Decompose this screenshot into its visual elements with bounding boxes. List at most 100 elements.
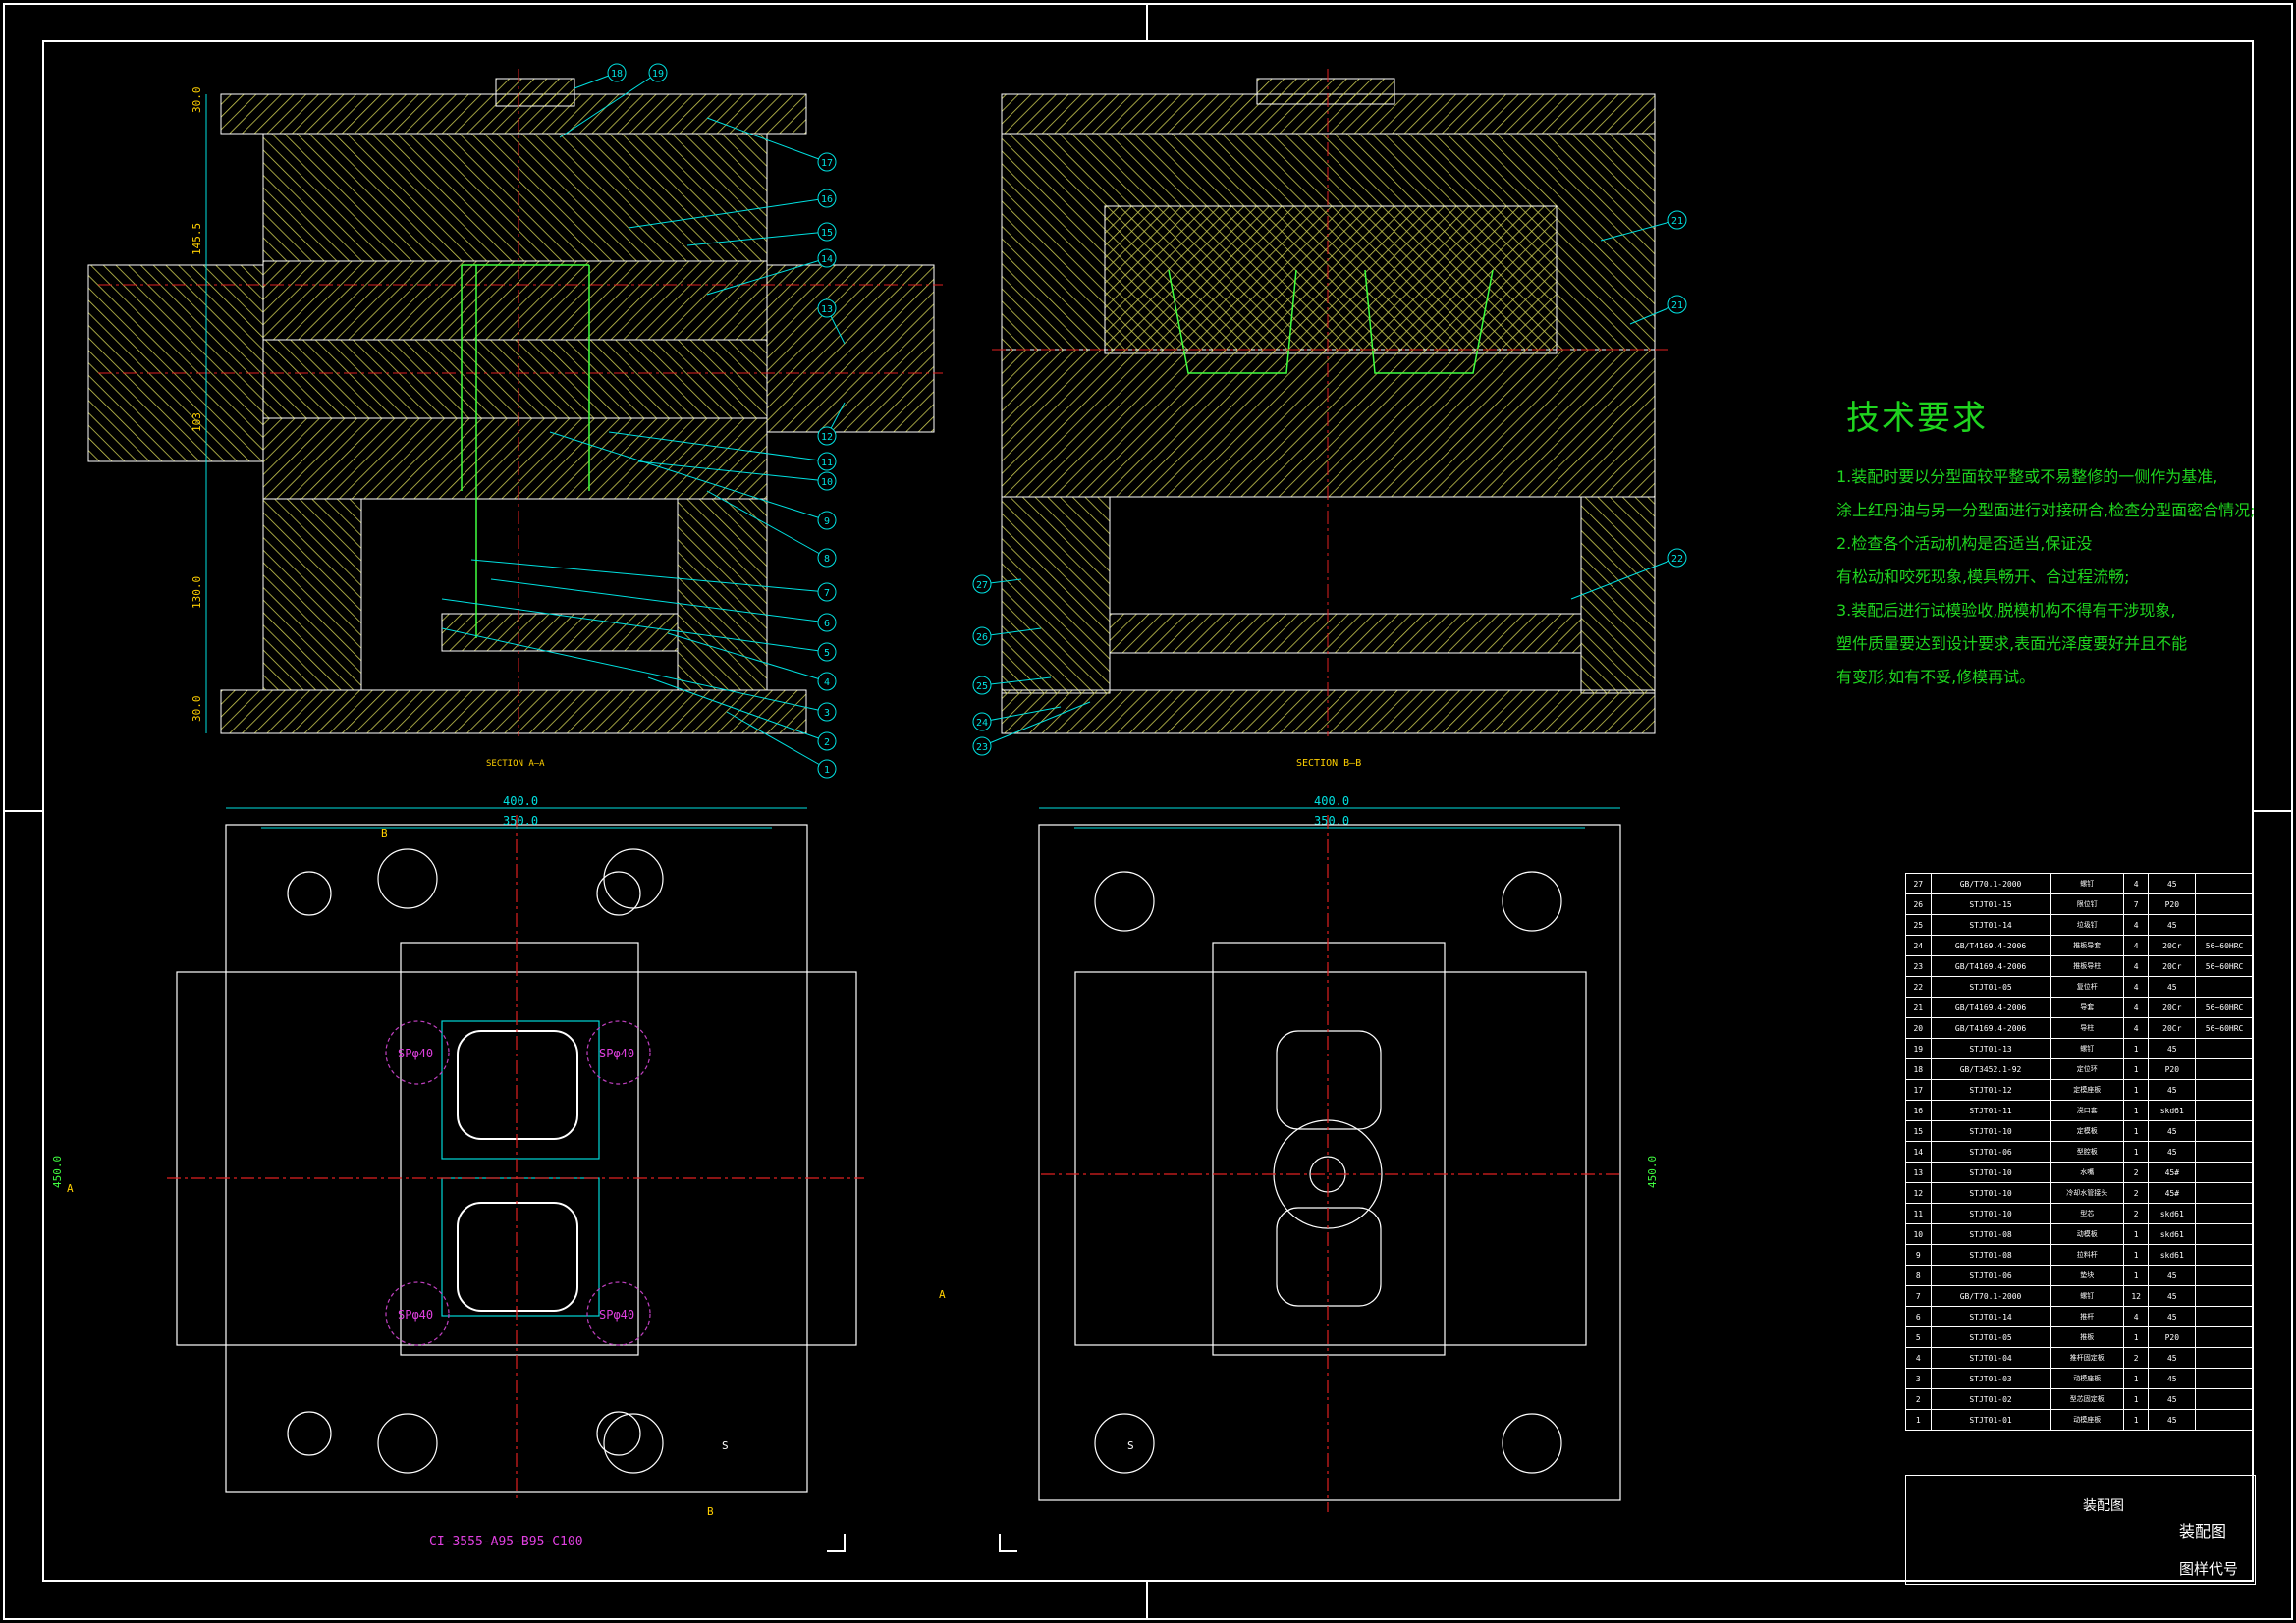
balloon-circle xyxy=(817,452,837,471)
balloon-label: 21 xyxy=(1671,216,1683,227)
bom-qty: 1 xyxy=(2122,1120,2150,1142)
bom-no: 8 xyxy=(1905,1265,1932,1286)
drawing-frame xyxy=(3,3,2293,1620)
bom-mat: 45 xyxy=(2148,1120,2197,1142)
balloon-label: 27 xyxy=(976,580,988,591)
bom-code: STJT01-14 xyxy=(1930,914,2051,936)
section-a-view xyxy=(87,69,943,736)
bom-code: STJT01-10 xyxy=(1930,1162,2051,1183)
bom-no: 11 xyxy=(1905,1203,1932,1224)
dim-width-inner-left: 350.0 xyxy=(503,814,538,828)
balloon-circle xyxy=(817,511,837,530)
bom-qty: 4 xyxy=(2122,1017,2150,1039)
bom-qty: 1 xyxy=(2122,1100,2150,1121)
bom-no: 25 xyxy=(1905,914,1932,936)
leader-line xyxy=(441,627,828,713)
balloon-label: 16 xyxy=(821,194,833,205)
balloon-label: 12 xyxy=(821,432,833,443)
bom-name: 螺钉 xyxy=(2050,1038,2124,1059)
bom-rem xyxy=(2195,1203,2254,1224)
bom-code: STJT01-02 xyxy=(1930,1388,2051,1410)
balloon-label: 7 xyxy=(824,588,830,599)
balloon-label: 17 xyxy=(821,158,833,169)
dim-130: 130.0 xyxy=(191,576,203,609)
bom-qty: 4 xyxy=(2122,955,2150,977)
tech-req-line: 有松动和咬死现象,模具畅开、合过程流畅; xyxy=(1836,568,2130,586)
bom-name: 推板 xyxy=(2050,1326,2124,1348)
balloon-circle xyxy=(972,736,992,756)
bom-no: 21 xyxy=(1905,997,1932,1018)
sp-label-3: SPφ40 xyxy=(398,1308,433,1322)
bom-rem xyxy=(2195,893,2254,915)
bom-code: STJT01-10 xyxy=(1930,1120,2051,1142)
bom-qty: 4 xyxy=(2122,873,2150,894)
sect-a-mark-right: A xyxy=(939,1288,946,1301)
bom-code: STJT01-04 xyxy=(1930,1347,2051,1369)
balloon-label: 3 xyxy=(824,708,830,719)
section-b-caption: SECTION B—B xyxy=(1296,758,1361,769)
part-code: CI-3555-A95-B95-C100 xyxy=(429,1535,583,1549)
sp-label-2: SPφ40 xyxy=(599,1047,634,1060)
dim-width-outer-right: 400.0 xyxy=(1314,794,1349,808)
bom-no: 3 xyxy=(1905,1368,1932,1389)
balloon-circle xyxy=(972,626,992,646)
bom-qty: 1 xyxy=(2122,1409,2150,1431)
title-block-drawing-code: 图样代号 xyxy=(2179,1560,2239,1578)
balloon-label: 23 xyxy=(976,742,988,753)
balloon-circle xyxy=(1667,548,1687,568)
bom-code: STJT01-06 xyxy=(1930,1141,2051,1163)
bom-mat: skd61 xyxy=(2148,1223,2197,1245)
balloon-circle xyxy=(817,642,837,662)
leader-line xyxy=(559,72,659,138)
section-b-view xyxy=(992,69,1669,736)
bom-mat: 45 xyxy=(2148,873,2197,894)
dim-width-inner-right: 350.0 xyxy=(1314,814,1349,828)
bom-name: 动模座板 xyxy=(2050,1409,2124,1431)
sect-b-mark-top: B xyxy=(381,827,388,839)
bom-mat: 45# xyxy=(2148,1162,2197,1183)
bom-rem xyxy=(2195,1368,2254,1389)
bom-no: 2 xyxy=(1905,1388,1932,1410)
bom-name: 垫块 xyxy=(2050,1265,2124,1286)
balloon-label: 18 xyxy=(611,69,623,80)
bom-name: 型芯 xyxy=(2050,1203,2124,1224)
balloon-label: 15 xyxy=(821,228,833,239)
bom-name: 动模座板 xyxy=(2050,1368,2124,1389)
leader-line xyxy=(1570,557,1678,600)
balloon-label: 5 xyxy=(824,648,830,659)
bom-rem xyxy=(2195,873,2254,894)
technical-requirements: 技术要求 1.装配时要以分型面较平整或不易整修的一侧作为基准, 涂上红丹油与另一… xyxy=(1836,391,2255,694)
bom-no: 19 xyxy=(1905,1038,1932,1059)
leader-line xyxy=(490,578,828,623)
leader-line xyxy=(637,460,828,482)
bom-name: 定模板 xyxy=(2050,1120,2124,1142)
tech-req-line: 2.检查各个活动机构是否适当,保证没 xyxy=(1836,534,2093,553)
bom-code: STJT01-05 xyxy=(1930,1326,2051,1348)
plan-view-left xyxy=(167,815,864,1502)
balloon-label: 9 xyxy=(824,516,830,527)
leader-line xyxy=(667,632,828,682)
bom-rem xyxy=(2195,1347,2254,1369)
bom-name: 推板导柱 xyxy=(2050,955,2124,977)
balloon-circle xyxy=(1667,295,1687,314)
bom-no: 6 xyxy=(1905,1306,1932,1327)
bom-rem: 56~60HRC xyxy=(2195,935,2254,956)
bom-mat: 45 xyxy=(2148,1265,2197,1286)
bom-name: 动模板 xyxy=(2050,1223,2124,1245)
balloon-circle xyxy=(817,426,837,446)
balloon-circle xyxy=(817,248,837,268)
balloon-circle xyxy=(972,676,992,695)
bom-mat: 20Cr xyxy=(2148,1017,2197,1039)
bom-rem xyxy=(2195,1388,2254,1410)
bom-mat: 45 xyxy=(2148,1141,2197,1163)
bom-mat: 45 xyxy=(2148,914,2197,936)
